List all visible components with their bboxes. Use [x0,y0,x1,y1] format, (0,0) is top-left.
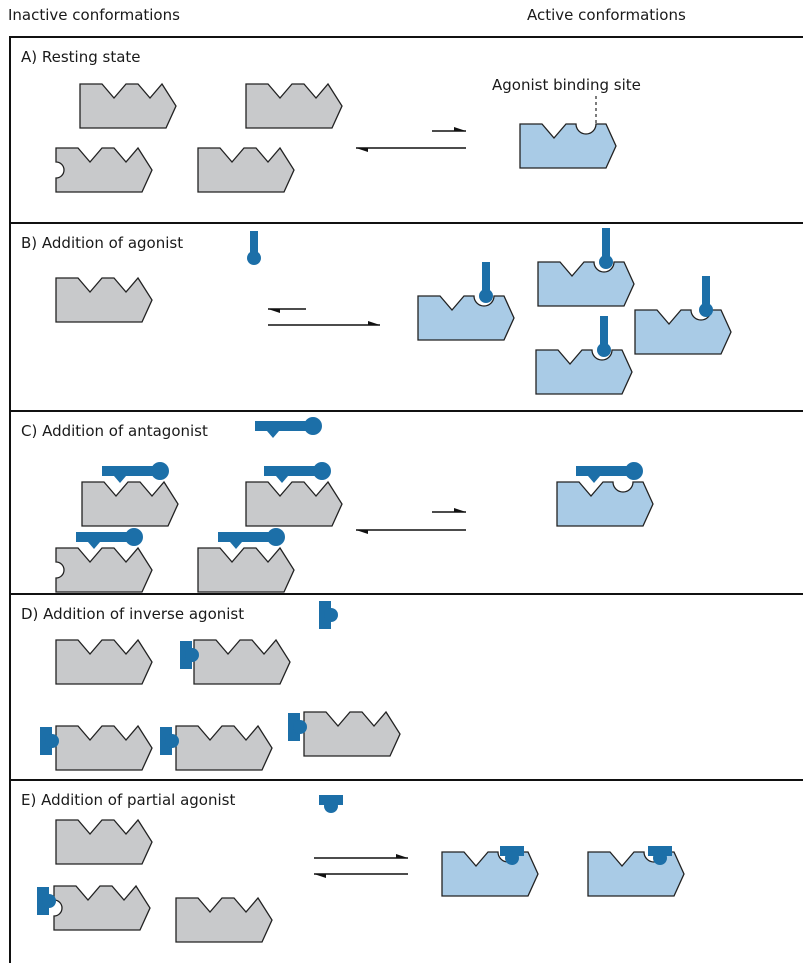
panel-addition-of-inverse-agonist: D) Addition of inverse agonist [9,593,803,779]
active-receptor [556,481,654,527]
partial-agonist-ball [653,851,667,865]
inactive-receptor [175,724,273,771]
agonist-stem [482,262,490,292]
inverse-agonist-ball [185,648,199,662]
inactive-receptor [55,546,153,593]
panel-addition-of-antagonist: C) Addition of antagonist [9,410,803,593]
active-receptor [441,851,539,897]
antagonist-bar [76,532,128,549]
agonist-ball [479,289,493,303]
inactive-receptor [55,638,153,685]
agonist-stem [702,276,710,306]
inverse-agonist-ball [42,894,56,908]
inactive-receptor [245,82,343,129]
inactive-receptor [197,546,295,593]
antagonist-ball [304,417,322,435]
inactive-receptor [53,884,151,931]
inverse-agonist-ball [324,608,338,622]
antagonist-bar [218,532,270,549]
panel-addition-of-partial-agonist: E) Addition of partial agonist [9,779,803,963]
inactive-receptor [245,480,343,527]
antagonist-ball [313,462,331,480]
active-receptor [535,349,633,395]
inactive-receptor [197,146,295,193]
inactive-receptor [55,724,153,771]
active-receptor [634,309,732,355]
antagonist-ball [125,528,143,546]
inverse-agonist-ball [293,720,307,734]
panel-title-d: D) Addition of inverse agonist [21,605,245,623]
agonist-legend-ball [247,251,261,265]
arrow-head [268,309,280,313]
agonist-ball [597,343,611,357]
panel-addition-of-agonist: B) Addition of agonist [9,222,803,410]
agonist-binding-site-label: Agonist binding site [492,76,641,94]
inactive-receptor [79,82,177,129]
active-receptor [537,261,635,307]
agonist-stem [602,228,610,258]
panel-title-e: E) Addition of partial agonist [21,791,236,809]
inactive-receptor [175,896,273,943]
panel-title-a: A) Resting state [21,48,141,66]
arrow-head [368,321,380,325]
active-receptor [417,295,515,341]
active-conformations-header: Active conformations [527,6,686,24]
panel-resting-state: A) Resting state [9,36,803,222]
inactive-conformations-header: Inactive conformations [8,6,180,24]
partial-agonist-legend-ball [324,799,338,813]
panel-title-c: C) Addition of antagonist [21,422,208,440]
arrow-head [314,874,326,878]
agonist-legend-stem [250,231,258,257]
antagonist-bar [255,421,307,438]
antagonist-bar [576,466,628,483]
arrow-head [454,127,466,131]
inactive-receptor [193,638,291,685]
panel-title-b: B) Addition of agonist [21,234,184,252]
active-receptor [519,123,617,169]
agonist-ball [599,255,613,269]
partial-agonist-ball [505,851,519,865]
inactive-receptor [55,818,153,865]
arrow-head [356,148,368,152]
arrow-head [454,508,466,512]
inactive-receptor [81,480,179,527]
agonist-stem [600,316,608,346]
antagonist-ball [267,528,285,546]
arrow-head [396,854,408,858]
arrow-head [356,530,368,534]
inactive-receptor [55,276,153,323]
inverse-agonist-ball [165,734,179,748]
antagonist-bar [102,466,154,483]
inverse-agonist-ball [45,734,59,748]
inactive-receptor [55,146,153,193]
antagonist-bar [264,466,316,483]
agonist-ball [699,303,713,317]
antagonist-ball [151,462,169,480]
inactive-receptor [303,710,401,757]
active-receptor [587,851,685,897]
antagonist-ball [625,462,643,480]
